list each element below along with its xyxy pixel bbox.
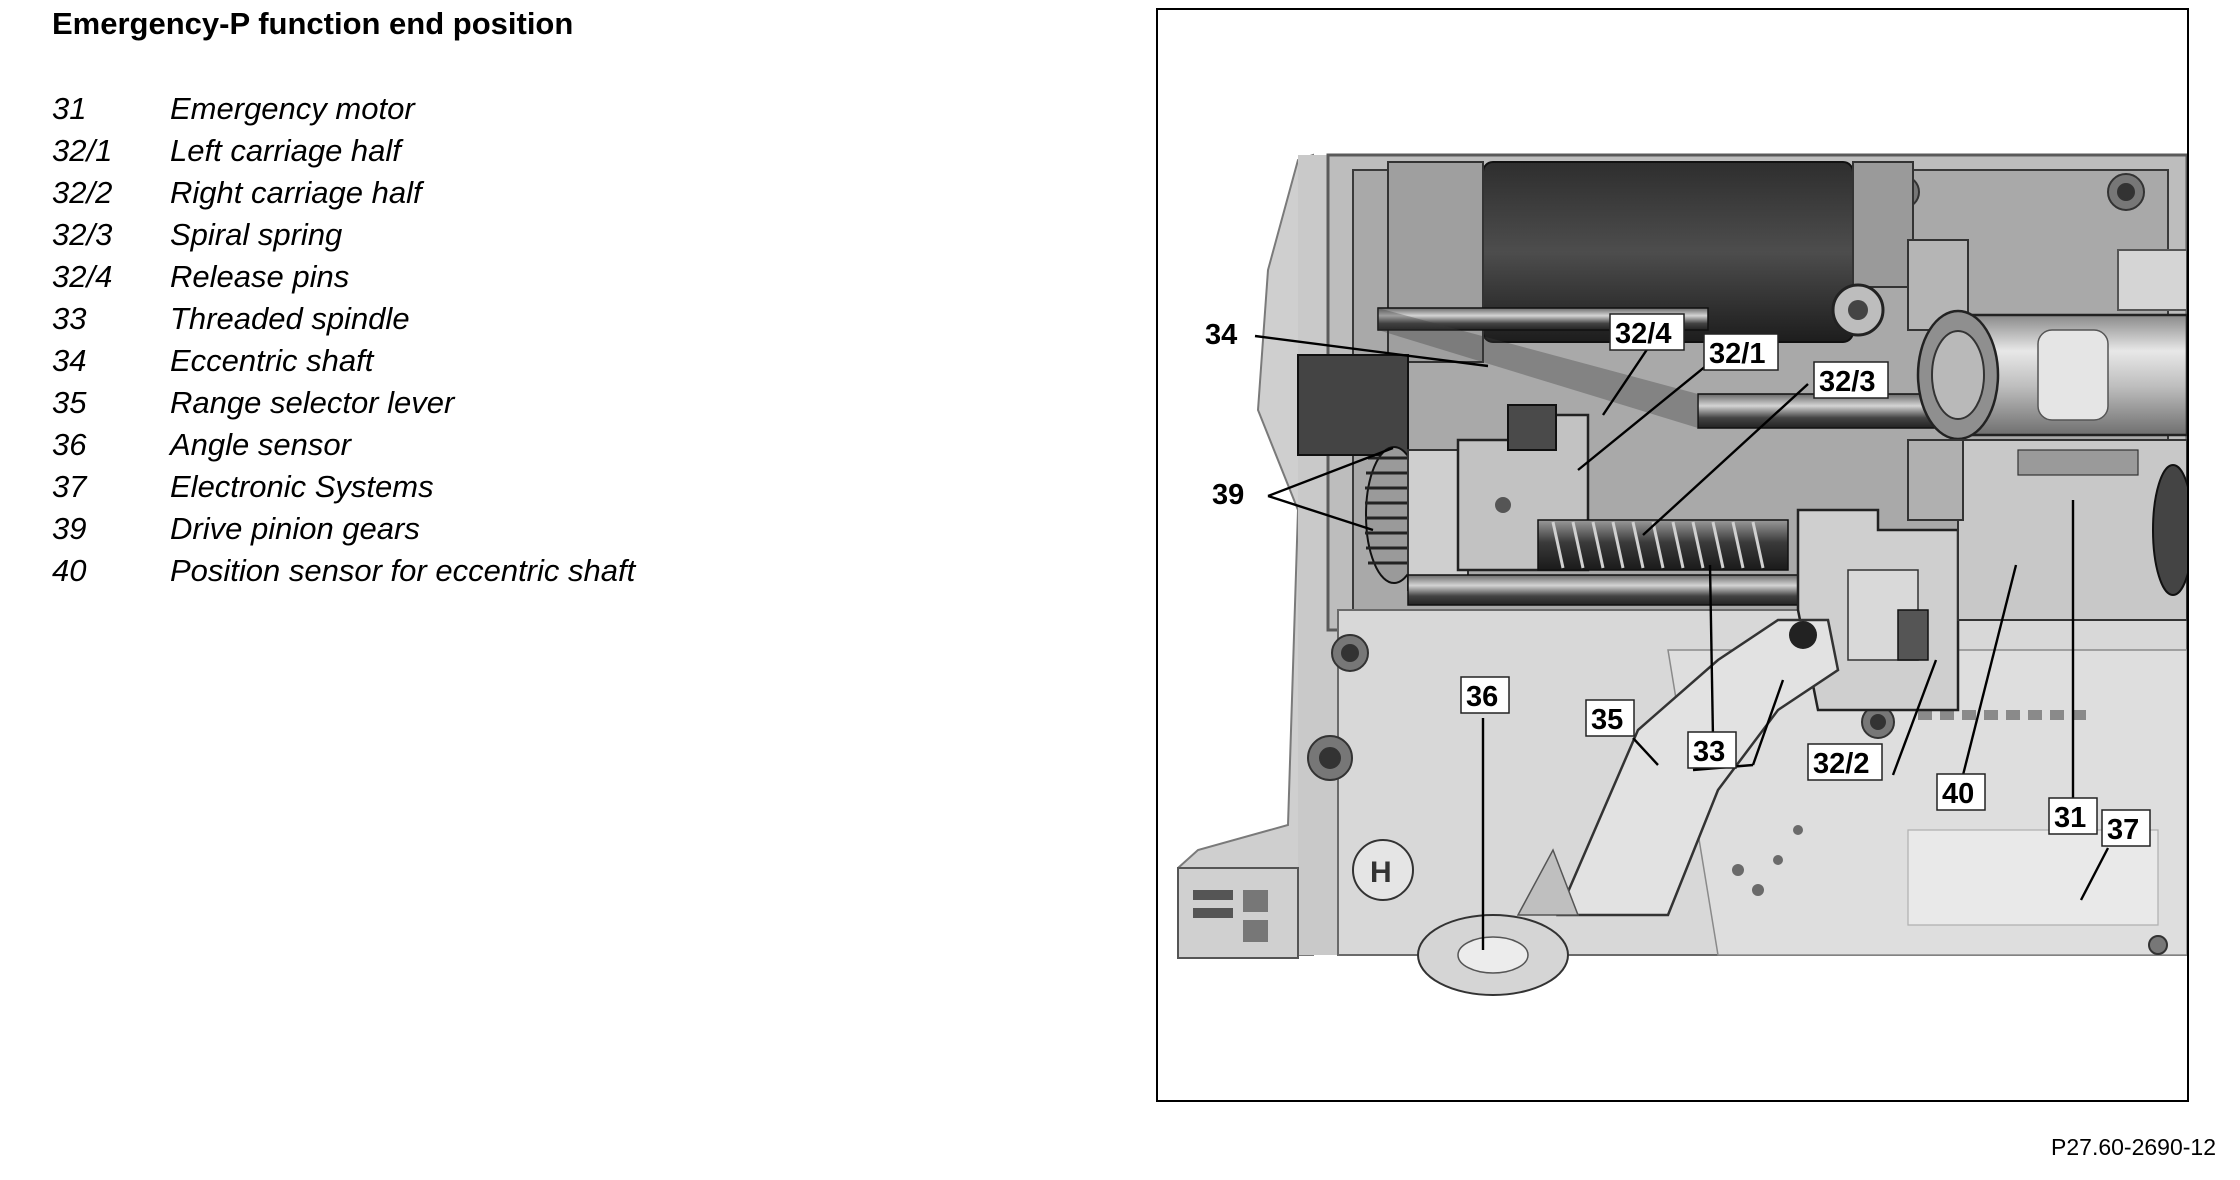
callout-39: 39 [1212,479,1244,511]
legend-number: 32/1 [52,133,113,168]
legend-number: 33 [52,301,87,336]
legend-text: Position sensor for eccentric shaft [170,553,636,588]
callout-32-3: 32/3 [1819,366,1875,398]
legend-number: 36 [52,427,87,462]
callout-40: 40 [1942,778,1974,810]
legend-text: Drive pinion gears [170,511,420,546]
legend-item: 32/2 Right carriage half [52,172,635,214]
legend-text: Release pins [170,259,350,294]
legend-text: Range selector lever [170,385,455,420]
legend-number: 32/2 [52,175,113,210]
legend-item: 31 Emergency motor [52,88,635,130]
legend-number: 37 [52,469,87,504]
legend-text: Spiral spring [170,217,343,252]
legend-text: Left carriage half [170,133,401,168]
legend-item: 34 Eccentric shaft [52,340,635,382]
legend-number: 32/3 [52,217,113,252]
right-carriage-half [1796,508,1960,712]
legend-text: Eccentric shaft [170,343,374,378]
callout-35: 35 [1591,704,1623,736]
figure-frame: H [1156,8,2189,1102]
legend-number: 35 [52,385,87,420]
callout-labels: 34 32/4 32/1 32/3 39 36 35 33 32/2 40 31… [1202,313,2151,847]
legend-number: 32/4 [52,259,113,294]
svg-text:H: H [1370,856,1392,889]
page-title: Emergency-P function end position [52,6,574,41]
spiral-spring [1537,519,1789,571]
legend-text: Electronic Systems [170,469,434,504]
legend-item: 36 Angle sensor [52,424,635,466]
legend-item: 37 Electronic Systems [52,466,635,508]
mechanism-illustration: H [1177,153,2187,996]
legend-number: 40 [52,553,87,588]
angle-sensor: H [1352,839,1569,996]
leader-lines [1254,334,2110,950]
figure-reference: P27.60-2690-12 [2051,1134,2216,1160]
legend-number: 31 [52,91,87,126]
callout-37: 37 [2107,814,2139,846]
legend-item: 32/1 Left carriage half [52,130,635,172]
legend-text: Angle sensor [170,427,351,462]
callout-33: 33 [1693,736,1725,768]
legend-text: Threaded spindle [170,301,410,336]
legend-item: 40 Position sensor for eccentric shaft [52,550,635,592]
legend-item: 35 Range selector lever [52,382,635,424]
legend-text: Emergency motor [170,91,415,126]
callout-36: 36 [1466,681,1498,713]
legend-item: 32/4 Release pins [52,256,635,298]
legend-item: 32/3 Spiral spring [52,214,635,256]
legend-text: Right carriage half [170,175,422,210]
legend-item: 39 Drive pinion gears [52,508,635,550]
callout-32-2: 32/2 [1813,748,1869,780]
callout-32-1: 32/1 [1709,338,1765,370]
callout-31: 31 [2054,802,2086,834]
legend-number: 39 [52,511,87,546]
legend-item: 33 Threaded spindle [52,298,635,340]
callout-32-4: 32/4 [1615,318,1671,350]
component-legend: 31 Emergency motor 32/1 Left carriage half… [52,88,635,592]
legend-number: 34 [52,343,87,378]
callout-34: 34 [1205,319,1237,351]
